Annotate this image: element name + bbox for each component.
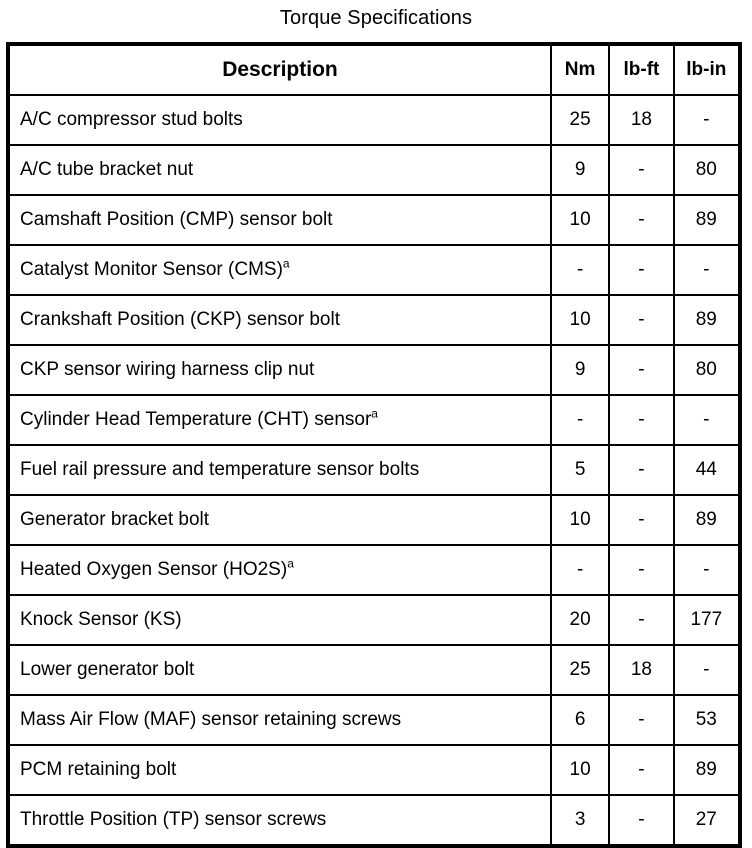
cell-nm: 10 <box>549 494 611 546</box>
cell-lb-in: 89 <box>672 494 742 546</box>
cell-lb-in: - <box>672 94 742 146</box>
footnote-marker: a <box>282 256 290 271</box>
cell-nm: 10 <box>549 294 611 346</box>
cell-lb-in: - <box>672 544 742 596</box>
cell-nm: 9 <box>549 344 611 396</box>
cell-nm: 3 <box>549 794 611 847</box>
cell-lb-in: 89 <box>672 744 742 796</box>
cell-lb-ft: - <box>608 244 675 296</box>
table-row: Fuel rail pressure and temperature senso… <box>7 444 742 496</box>
table-row: Mass Air Flow (MAF) sensor retaining scr… <box>7 694 742 746</box>
cell-description: Cylinder Head Temperature (CHT) sensora <box>7 394 552 446</box>
cell-nm: 25 <box>549 644 611 696</box>
table-row: Heated Oxygen Sensor (HO2S)a--- <box>7 544 742 596</box>
cell-description: Knock Sensor (KS) <box>7 594 552 646</box>
cell-description: A/C tube bracket nut <box>7 144 552 196</box>
cell-description: A/C compressor stud bolts <box>7 94 552 146</box>
cell-lb-ft: 18 <box>608 94 675 146</box>
torque-specifications-table: Description Nm lb-ft lb-in A/C compresso… <box>6 42 742 848</box>
cell-lb-in: - <box>672 394 742 446</box>
column-header-description: Description <box>7 43 552 96</box>
cell-lb-in: 89 <box>672 194 742 246</box>
cell-nm: 25 <box>549 94 611 146</box>
column-header-nm: Nm <box>549 43 611 96</box>
footnote-marker: a <box>371 406 378 421</box>
table-row: Cylinder Head Temperature (CHT) sensora-… <box>7 394 742 446</box>
cell-nm: 9 <box>549 144 611 196</box>
table-row: Knock Sensor (KS)20-177 <box>7 594 742 646</box>
cell-lb-in: 89 <box>672 294 742 346</box>
cell-lb-in: 80 <box>672 344 742 396</box>
cell-description: Generator bracket bolt <box>7 494 552 546</box>
cell-lb-in: 80 <box>672 144 742 196</box>
cell-lb-ft: - <box>608 394 675 446</box>
cell-description: Catalyst Monitor Sensor (CMS)a <box>7 244 552 296</box>
column-header-lb-ft: lb-ft <box>608 43 675 96</box>
cell-lb-ft: - <box>608 144 675 196</box>
cell-nm: 5 <box>549 444 611 496</box>
cell-description: Heated Oxygen Sensor (HO2S)a <box>7 544 552 596</box>
cell-description: Mass Air Flow (MAF) sensor retaining scr… <box>7 694 552 746</box>
cell-lb-ft: - <box>608 794 675 847</box>
cell-lb-ft: 18 <box>608 644 675 696</box>
cell-lb-ft: - <box>608 594 675 646</box>
cell-description: Camshaft Position (CMP) sensor bolt <box>7 194 552 246</box>
cell-nm: - <box>549 394 611 446</box>
cell-lb-ft: - <box>608 444 675 496</box>
cell-description: PCM retaining bolt <box>7 744 552 796</box>
cell-lb-in: 27 <box>672 794 742 847</box>
cell-lb-in: 177 <box>672 594 742 646</box>
cell-lb-ft: - <box>608 494 675 546</box>
torque-table-container: Description Nm lb-ft lb-in A/C compresso… <box>6 42 742 848</box>
cell-lb-in: - <box>672 644 742 696</box>
cell-lb-ft: - <box>608 744 675 796</box>
cell-lb-in: - <box>672 244 742 296</box>
cell-lb-ft: - <box>608 344 675 396</box>
cell-nm: 20 <box>549 594 611 646</box>
cell-nm: - <box>549 244 611 296</box>
table-row: Catalyst Monitor Sensor (CMS)a--- <box>7 244 742 296</box>
cell-lb-ft: - <box>608 544 675 596</box>
cell-nm: 10 <box>549 744 611 796</box>
cell-lb-ft: - <box>608 694 675 746</box>
cell-nm: 6 <box>549 694 611 746</box>
cell-nm: - <box>549 544 611 596</box>
cell-lb-ft: - <box>608 294 675 346</box>
footnote-marker: a <box>287 556 294 571</box>
cell-lb-ft: - <box>608 194 675 246</box>
cell-description: Lower generator bolt <box>7 644 552 696</box>
table-header: Description Nm lb-ft lb-in <box>7 43 742 96</box>
cell-description: Throttle Position (TP) sensor screws <box>7 794 552 847</box>
torque-specifications-page: Torque Specifications Description Nm lb-… <box>6 7 742 848</box>
cell-nm: 10 <box>549 194 611 246</box>
cell-description: Fuel rail pressure and temperature senso… <box>7 444 552 496</box>
cell-description: CKP sensor wiring harness clip nut <box>7 344 552 396</box>
cell-lb-in: 53 <box>672 694 742 746</box>
column-header-lb-in: lb-in <box>672 43 742 96</box>
cell-lb-in: 44 <box>672 444 742 496</box>
table-header-row: Description Nm lb-ft lb-in <box>7 43 742 96</box>
cell-description: Crankshaft Position (CKP) sensor bolt <box>7 294 552 346</box>
page-title: Torque Specifications <box>279 7 473 29</box>
